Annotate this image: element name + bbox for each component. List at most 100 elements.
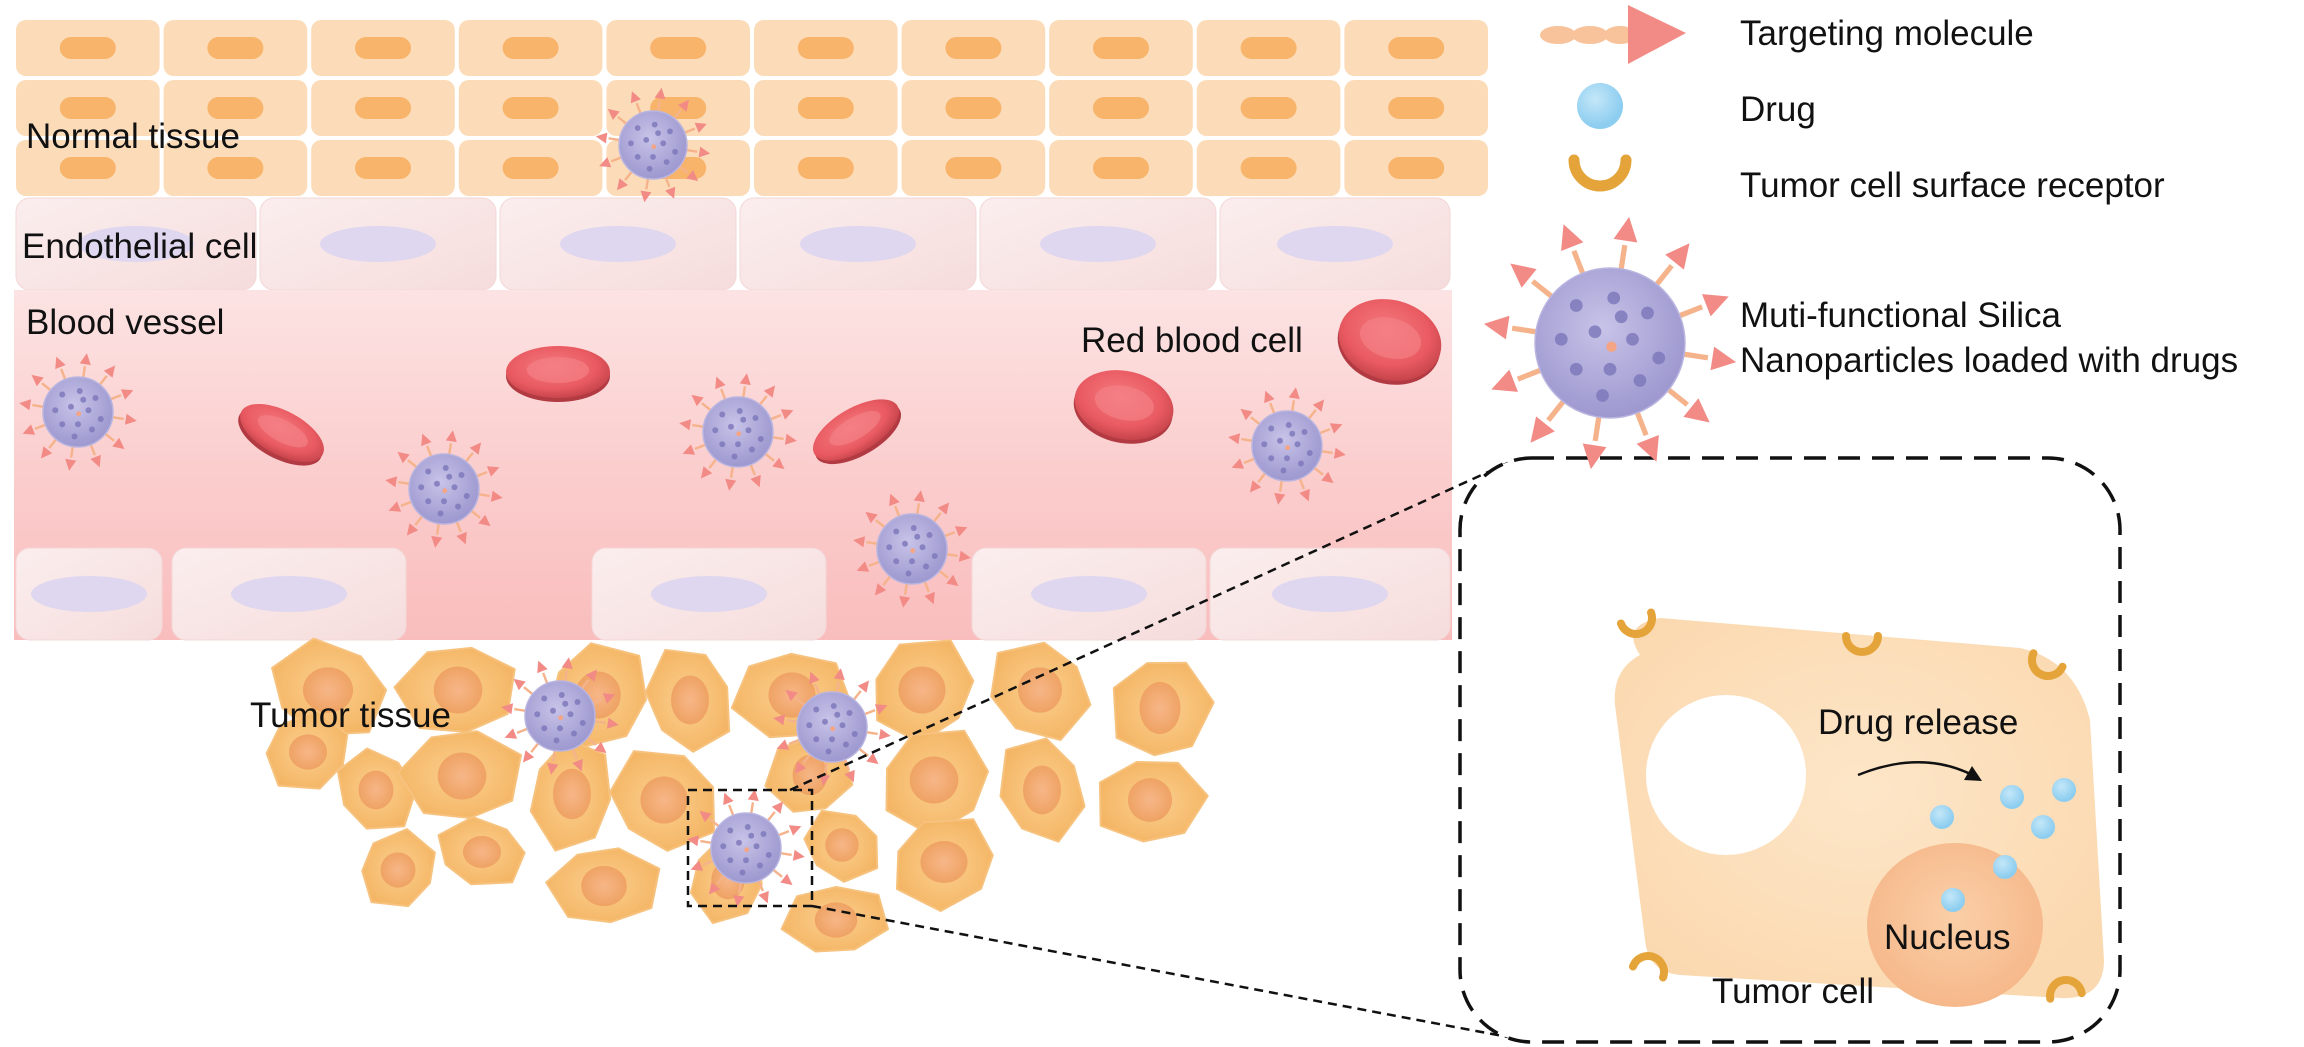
red-blood-cell	[238, 403, 324, 466]
tumor-tissue-nucleus	[814, 902, 858, 938]
normal-cell-nucleus	[59, 157, 116, 179]
tumor-tissue-nucleus	[358, 770, 394, 810]
red-blood-cell	[1073, 370, 1174, 444]
tumor-tissue-nucleus	[433, 666, 483, 714]
targeting-molecule-symbol	[1540, 5, 1686, 64]
drug-molecule	[1993, 855, 2017, 879]
normal-cell-nucleus	[1240, 157, 1297, 179]
receptors	[1616, 608, 2086, 1003]
endothelial-nucleus	[1272, 576, 1388, 612]
tumor-tissue-nucleus	[1139, 681, 1181, 735]
tumor-tissue-nucleus	[909, 756, 959, 804]
nanoparticle	[773, 668, 891, 786]
normal-cell-nucleus	[1093, 157, 1149, 179]
normal-cell-nucleus	[797, 157, 854, 179]
released-drugs	[1930, 778, 2076, 912]
normal-cell-nucleus	[502, 157, 559, 179]
normal-tissue-label: Normal tissue	[26, 117, 240, 156]
drug-molecule	[1941, 888, 1965, 912]
tumor-tissue	[265, 637, 1215, 953]
receptor-symbol	[1568, 154, 1632, 192]
surface-receptor	[2046, 976, 2086, 1003]
endothelial-nucleus	[1040, 226, 1156, 262]
legend-drug-text: Drug	[1740, 90, 1816, 129]
normal-cell-nucleus	[1388, 37, 1445, 59]
drug-release-label: Drug release	[1818, 703, 2018, 742]
blood-vessel-label: Blood vessel	[26, 303, 224, 342]
zoom-line-top	[789, 460, 1511, 792]
endothelial-nucleus	[320, 226, 436, 262]
endothelial-cell-label: Endothelial cell	[22, 227, 257, 266]
normal-cell-nucleus	[945, 157, 1002, 179]
endothelial-nucleus	[560, 226, 676, 262]
tumor-tissue-nucleus	[302, 667, 354, 713]
normal-tissue	[16, 20, 1488, 196]
tumor-cell-label: Tumor cell	[1712, 972, 1874, 1011]
legend: Targeting molecule Drug Tumor cell surfa…	[1483, 5, 2238, 470]
tumor-tissue-nucleus	[1023, 765, 1061, 815]
endothelial-nucleus	[1031, 576, 1147, 612]
endothelial-nucleus	[800, 226, 916, 262]
tumor-tissue-nucleus	[289, 734, 327, 770]
nanoparticle	[687, 789, 805, 907]
nucleus-label: Nucleus	[1884, 918, 2010, 957]
zoom-source-box	[686, 788, 814, 908]
tumor-tissue-nucleus	[463, 836, 501, 868]
tumor-tissue-nucleus	[920, 841, 968, 883]
surface-receptor	[1842, 632, 1882, 656]
tumor-tissue-nucleus	[825, 828, 859, 862]
nanoparticle	[679, 373, 797, 491]
red-blood-cell	[1337, 299, 1442, 385]
red-blood-cell	[813, 399, 901, 465]
legend-targeting-text: Targeting molecule	[1740, 14, 2034, 53]
nanoparticle	[853, 490, 971, 608]
normal-cell-nucleus	[945, 97, 1002, 119]
tumor-tissue-nucleus	[437, 752, 487, 800]
drug-molecule	[1930, 805, 1954, 829]
red-blood-cell	[506, 346, 610, 402]
tumor-tissue-label: Tumor tissue	[250, 696, 451, 735]
nanoparticle-symbol	[1483, 216, 1737, 470]
nanoparticle	[1228, 387, 1346, 505]
normal-cell-nucleus	[207, 37, 264, 59]
endothelial-nucleus	[1277, 226, 1393, 262]
tumor-tissue-nucleus	[1127, 778, 1173, 822]
surface-receptor	[1616, 608, 1656, 638]
endothelial-nucleus	[78, 226, 194, 262]
zoom-line-bottom	[811, 904, 1525, 1042]
zoom-panel	[1458, 456, 2122, 1044]
surface-receptor	[2028, 649, 2067, 680]
normal-cell-nucleus	[355, 37, 411, 59]
normal-cell-nucleus	[1240, 37, 1297, 59]
tumor-tissue-nucleus	[581, 865, 627, 907]
surface-receptor	[1628, 952, 1668, 982]
nanoparticle	[19, 353, 137, 471]
normal-cell-nucleus	[207, 97, 264, 119]
normal-cell-nucleus	[1388, 97, 1445, 119]
drug-symbol	[1577, 83, 1623, 129]
nucleus	[1867, 843, 2043, 1007]
normal-cell-nucleus	[502, 97, 559, 119]
endothelial-row-top	[15, 197, 1451, 291]
normal-cell-nucleus	[1388, 157, 1445, 179]
tumor-tissue-nucleus	[553, 768, 591, 820]
legend-receptor-text: Tumor cell surface receptor	[1740, 166, 2165, 205]
drug-molecule	[2031, 815, 2055, 839]
tumor-tissue-nucleus	[640, 776, 688, 824]
endothelial-nucleus	[231, 576, 347, 612]
endothelial-row-bottom	[15, 547, 1451, 641]
tumor-tissue-nucleus	[380, 852, 416, 888]
normal-cell-nucleus	[1093, 97, 1149, 119]
normal-cell-nucleus	[945, 37, 1002, 59]
red-blood-cell-label: Red blood cell	[1081, 321, 1303, 360]
red-blood-cells	[238, 299, 1442, 466]
nanoparticle	[595, 87, 711, 203]
tumor-tissue-nucleus	[1017, 667, 1063, 713]
nanoparticle	[501, 657, 619, 775]
endosome	[1646, 695, 1806, 855]
tumor-tissue-nucleus	[671, 675, 709, 725]
normal-cell-nucleus	[502, 37, 559, 59]
release-arrow	[1857, 761, 1979, 780]
normal-cell-nucleus	[797, 37, 854, 59]
